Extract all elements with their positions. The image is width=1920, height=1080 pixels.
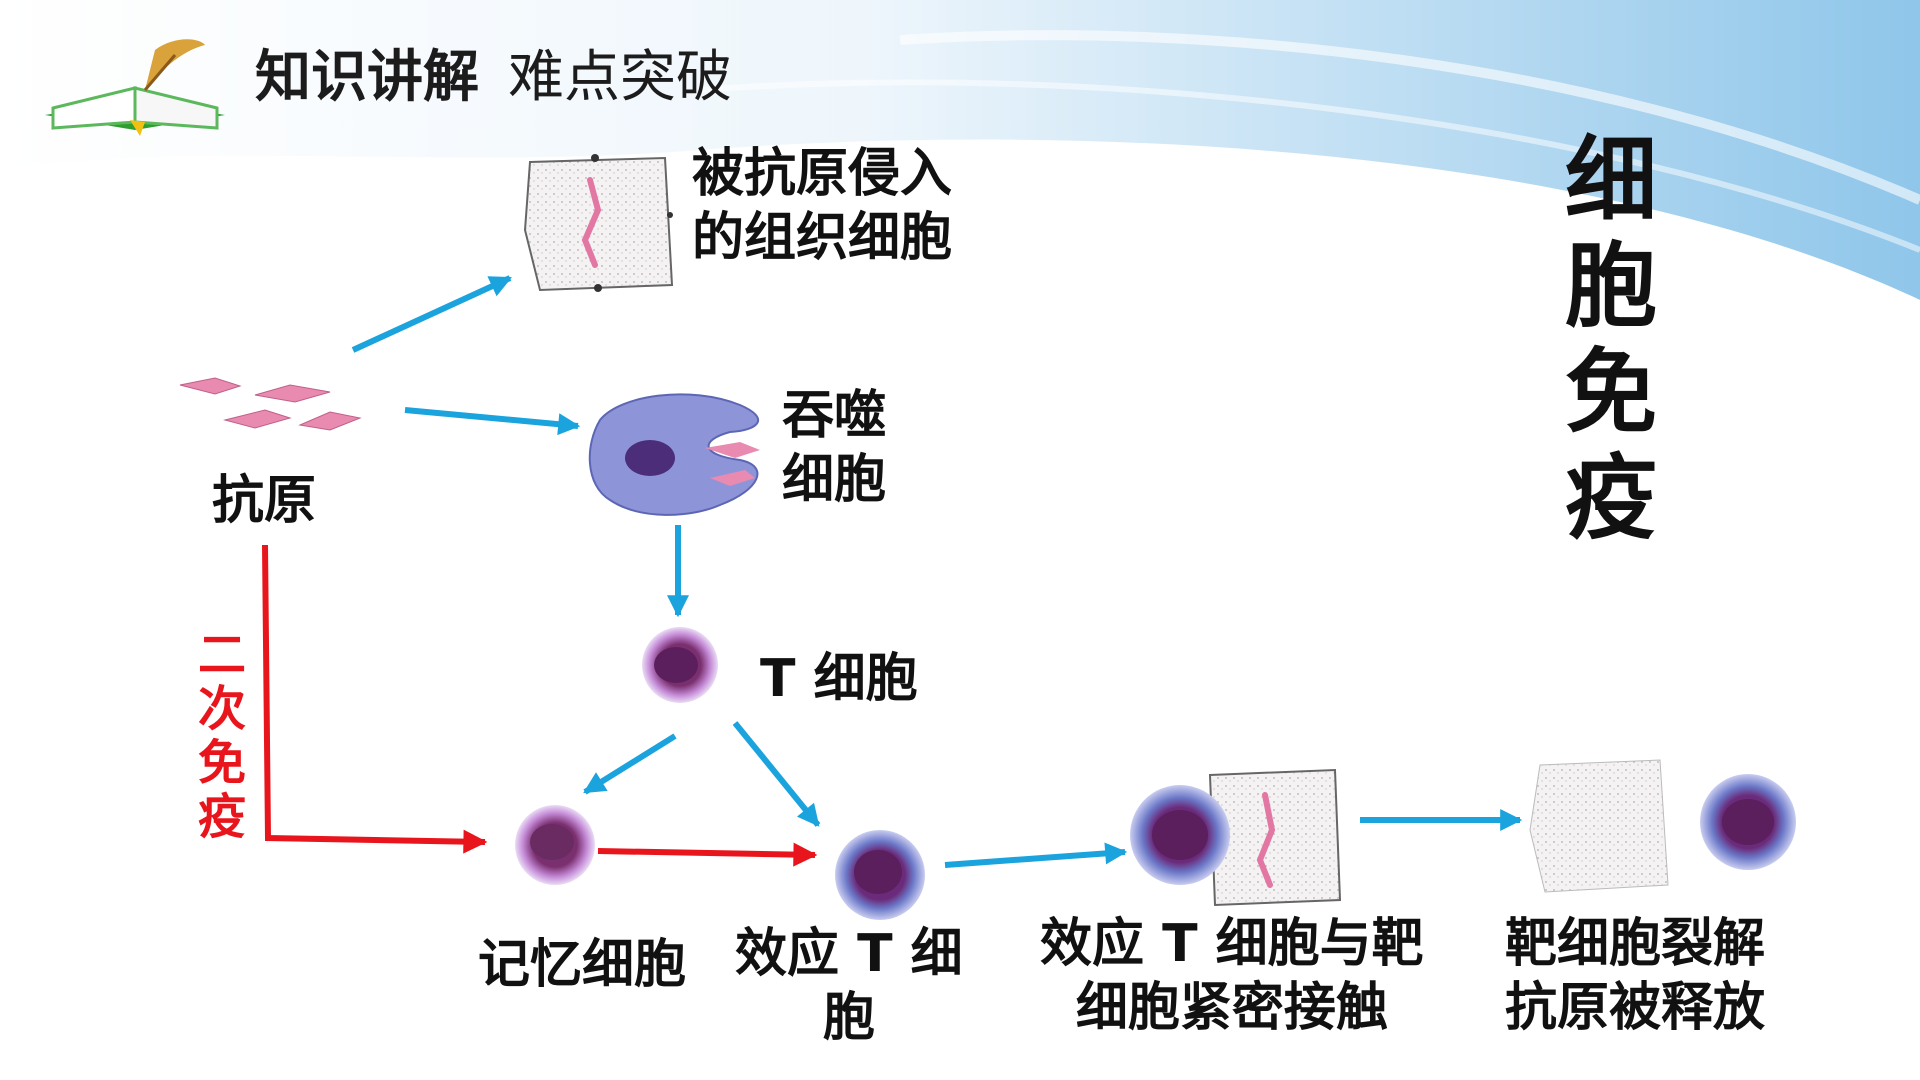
memory-cell-image bbox=[515, 805, 595, 885]
label-target-cell-lysis: 靶细胞裂解 抗原被释放 bbox=[1505, 914, 1766, 1038]
label-antigen: 抗原 bbox=[212, 471, 317, 531]
secondary-immunity-label: 二 次 免 疫 bbox=[198, 627, 247, 845]
arrow-t-cell-to-effector-t-cell bbox=[732, 721, 821, 827]
arrow-secondary-immunity-path bbox=[262, 544, 488, 854]
t-cell-target-contact-image bbox=[1130, 768, 1342, 907]
arrow-antigen-to-phagocyte bbox=[404, 407, 581, 436]
infected-tissue-cell-image bbox=[523, 154, 674, 292]
label-memory-cell: 记忆细胞 bbox=[478, 935, 687, 995]
label-effector-t-cell: 效应 T 细 胞 bbox=[735, 924, 963, 1048]
antigen-particles-image bbox=[179, 377, 362, 431]
arrow-memory-to-effector bbox=[597, 842, 818, 867]
label-t-cell: T 细胞 bbox=[760, 649, 918, 709]
lysed-target-cell-image bbox=[1529, 759, 1796, 893]
side-title-cell-immunity: 细 胞 免 疫 bbox=[1565, 127, 1658, 552]
t-cell-image bbox=[642, 627, 718, 703]
header-subtitle: 难点突破 bbox=[508, 45, 732, 110]
effector-t-cell-image bbox=[835, 830, 925, 920]
header-title: 知识讲解 bbox=[255, 45, 479, 110]
arrow-antigen-to-infected-cell bbox=[351, 275, 512, 353]
arrow-effector-to-contact bbox=[944, 842, 1128, 868]
label-infected-tissue-cell: 被抗原侵入 的组织细胞 bbox=[692, 144, 953, 268]
label-t-cell-target-contact: 效应 T 细胞与靶 细胞紧密接触 bbox=[1040, 914, 1424, 1038]
phagocyte-image bbox=[588, 393, 760, 516]
label-phagocyte: 吞噬 细胞 bbox=[782, 386, 887, 510]
arrow-t-cell-to-memory-cell bbox=[583, 733, 677, 795]
book-quill-icon bbox=[45, 39, 225, 136]
